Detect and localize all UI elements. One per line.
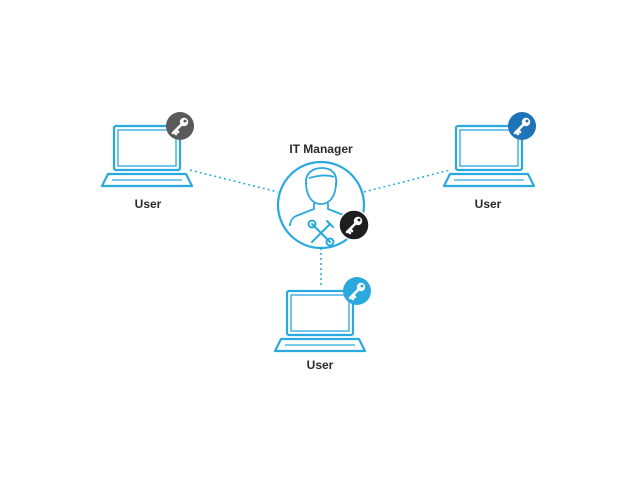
connector-left: [189, 169, 279, 193]
user-label-right: User: [474, 197, 502, 211]
key-badge-left: [166, 112, 194, 140]
key-badge-right: [508, 112, 536, 140]
keyhole: [357, 218, 361, 222]
key-badge-bottom: [343, 277, 371, 305]
keyhole: [525, 119, 529, 123]
manager-label: IT Manager: [289, 142, 353, 156]
key-icon: [513, 116, 532, 136]
user-label-bottom: User: [306, 358, 334, 372]
connectors: [189, 169, 451, 287]
keyhole: [183, 119, 187, 123]
user-label-left: User: [134, 197, 162, 211]
connector-right: [363, 169, 451, 193]
key-icon: [345, 215, 364, 235]
key-icon: [348, 281, 367, 301]
keyhole: [360, 284, 364, 288]
key-badge-manager: [338, 209, 370, 241]
tools-icon: [307, 219, 335, 247]
key-icon: [171, 116, 190, 136]
